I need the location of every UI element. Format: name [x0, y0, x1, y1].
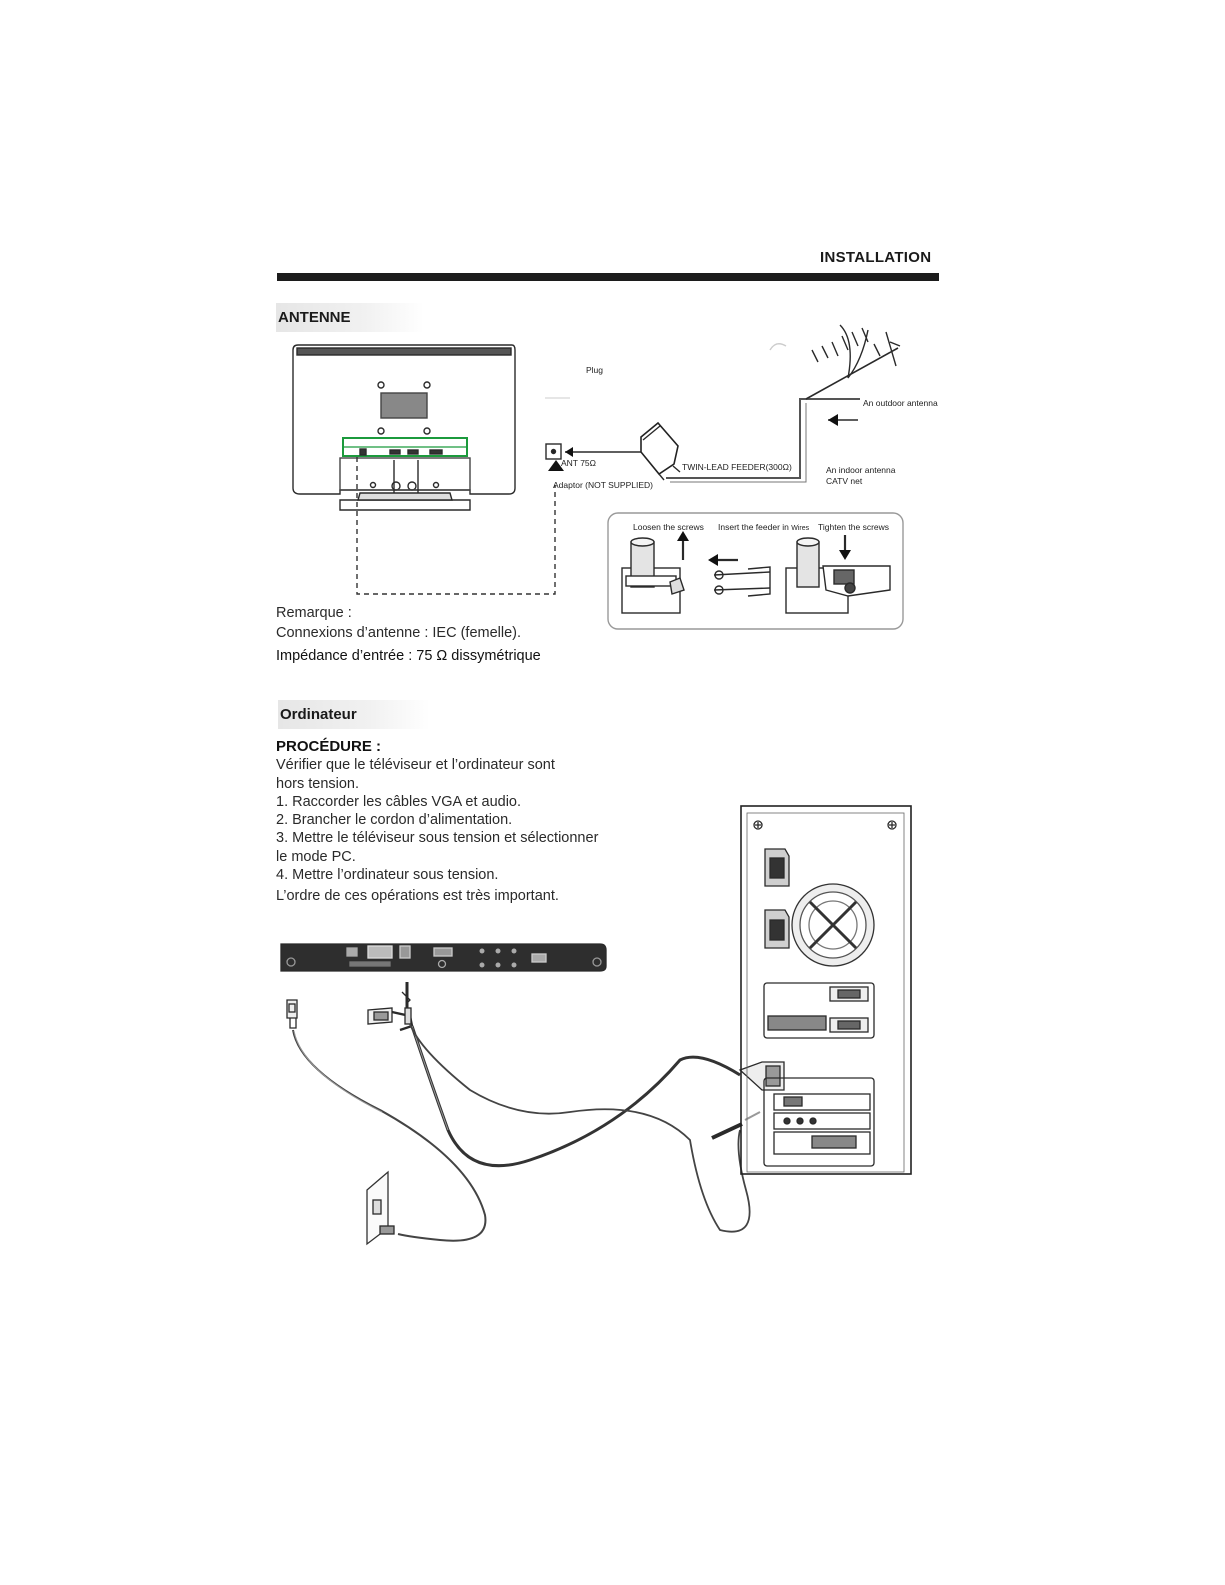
procedure-line: Vérifier que le téléviseur et l’ordinate…	[276, 757, 555, 774]
label-loosen-screws: Loosen the screws	[633, 522, 704, 532]
procedure-line: hors tension.	[276, 775, 360, 792]
section-title-ordinateur: Ordinateur	[278, 700, 430, 729]
procedure-title: PROCÉDURE :	[276, 738, 382, 755]
procedure-step-3: 3. Mettre le téléviseur sous tension et …	[276, 830, 599, 847]
procedure-step-4: 4. Mettre l’ordinateur sous tension.	[276, 867, 499, 884]
note-line-connexions: Connexions d’antenne : IEC (femelle).	[276, 625, 522, 641]
label-catv-net: CATV net	[826, 476, 863, 486]
procedure-line: le mode PC.	[276, 848, 356, 865]
header-rule	[277, 273, 939, 281]
note-line-impedance: Impédance d’entrée : 75 Ω dissymétrique	[276, 648, 541, 664]
label-twin-lead-feeder: TWIN-LEAD FEEDER(300Ω)	[682, 462, 792, 472]
label-adaptor: Adaptor (NOT SUPPLIED)	[553, 480, 653, 490]
label-insert-feeder-text: Insert the feeder in	[718, 522, 789, 532]
label-indoor-antenna: An indoor antenna	[826, 465, 896, 475]
procedure-step-1: 1. Raccorder les câbles VGA et audio.	[276, 793, 522, 810]
label-plug: Plug	[586, 365, 604, 375]
label-wires: Wires	[791, 525, 810, 532]
procedure-warning: L’ordre de ces opérations est très impor…	[276, 888, 559, 905]
label-insert-feeder: Insert the feeder in Wires	[718, 522, 809, 532]
procedure-step-2: 2. Brancher le cordon d’alimentation.	[276, 812, 513, 829]
section-title-antenne: ANTENNE	[276, 303, 424, 332]
page-header-title: INSTALLATION	[820, 249, 932, 266]
label-outdoor-antenna: An outdoor antenna	[863, 398, 938, 408]
note-heading: Remarque :	[276, 605, 352, 621]
label-tighten-screws: Tighten the screws	[818, 522, 890, 532]
label-ant-75: ANT 75Ω	[561, 458, 597, 468]
procedure-block: PROCÉDURE : Vérifier que le téléviseur e…	[276, 738, 598, 906]
